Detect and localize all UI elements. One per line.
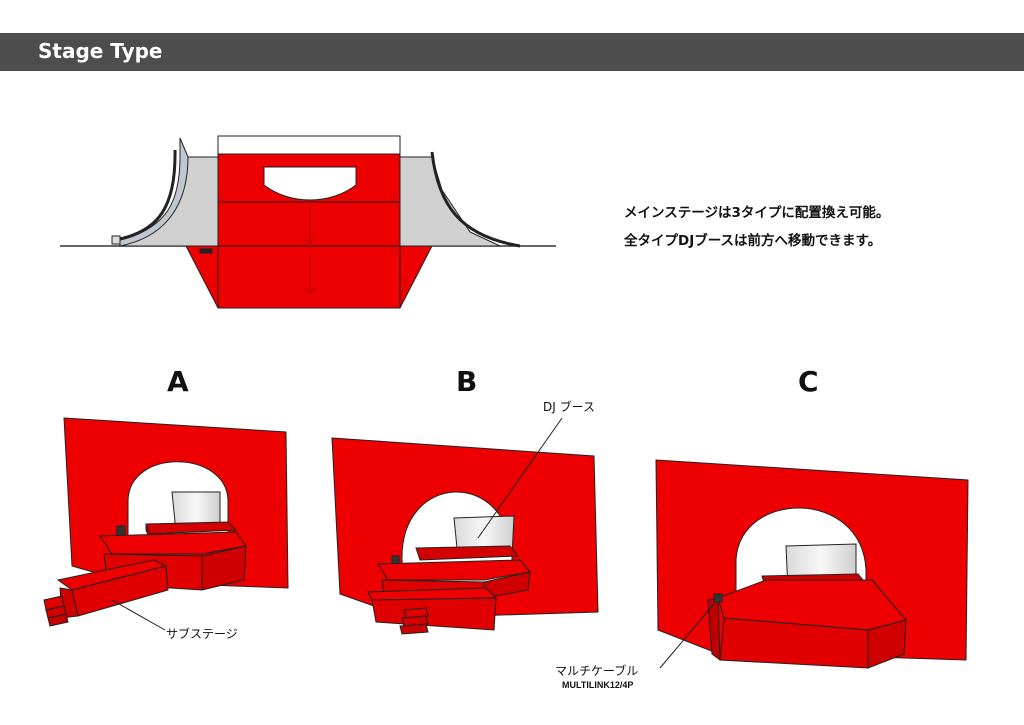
callout-line-sub-stage <box>111 599 166 631</box>
header-bar: Stage Type <box>0 33 1024 71</box>
callout-sub-stage: サブステージ <box>166 627 238 641</box>
description-line-1: メインステージは3タイプに配置換え可能。 <box>624 205 890 221</box>
callout-multi-cable-model: MULTILINK12/4P <box>562 680 634 690</box>
callout-line-multi-cable <box>659 603 715 669</box>
stage-variant-c <box>655 459 969 669</box>
callout-dj-booth: DJ ブース <box>543 400 595 414</box>
variant-label-c: C <box>798 365 819 398</box>
variant-label-b: B <box>456 365 478 398</box>
stage-variant-b <box>331 437 599 635</box>
top-plan-view <box>60 135 556 309</box>
page-title: Stage Type <box>38 39 163 63</box>
callout-line-dj-booth <box>477 417 563 539</box>
variant-label-a: A <box>167 365 189 398</box>
description-line-2: 全タイプDJブースは前方へ移動できます。 <box>624 233 882 249</box>
stage-variant-a <box>43 417 289 627</box>
callout-multi-cable: マルチケーブル <box>555 664 639 678</box>
